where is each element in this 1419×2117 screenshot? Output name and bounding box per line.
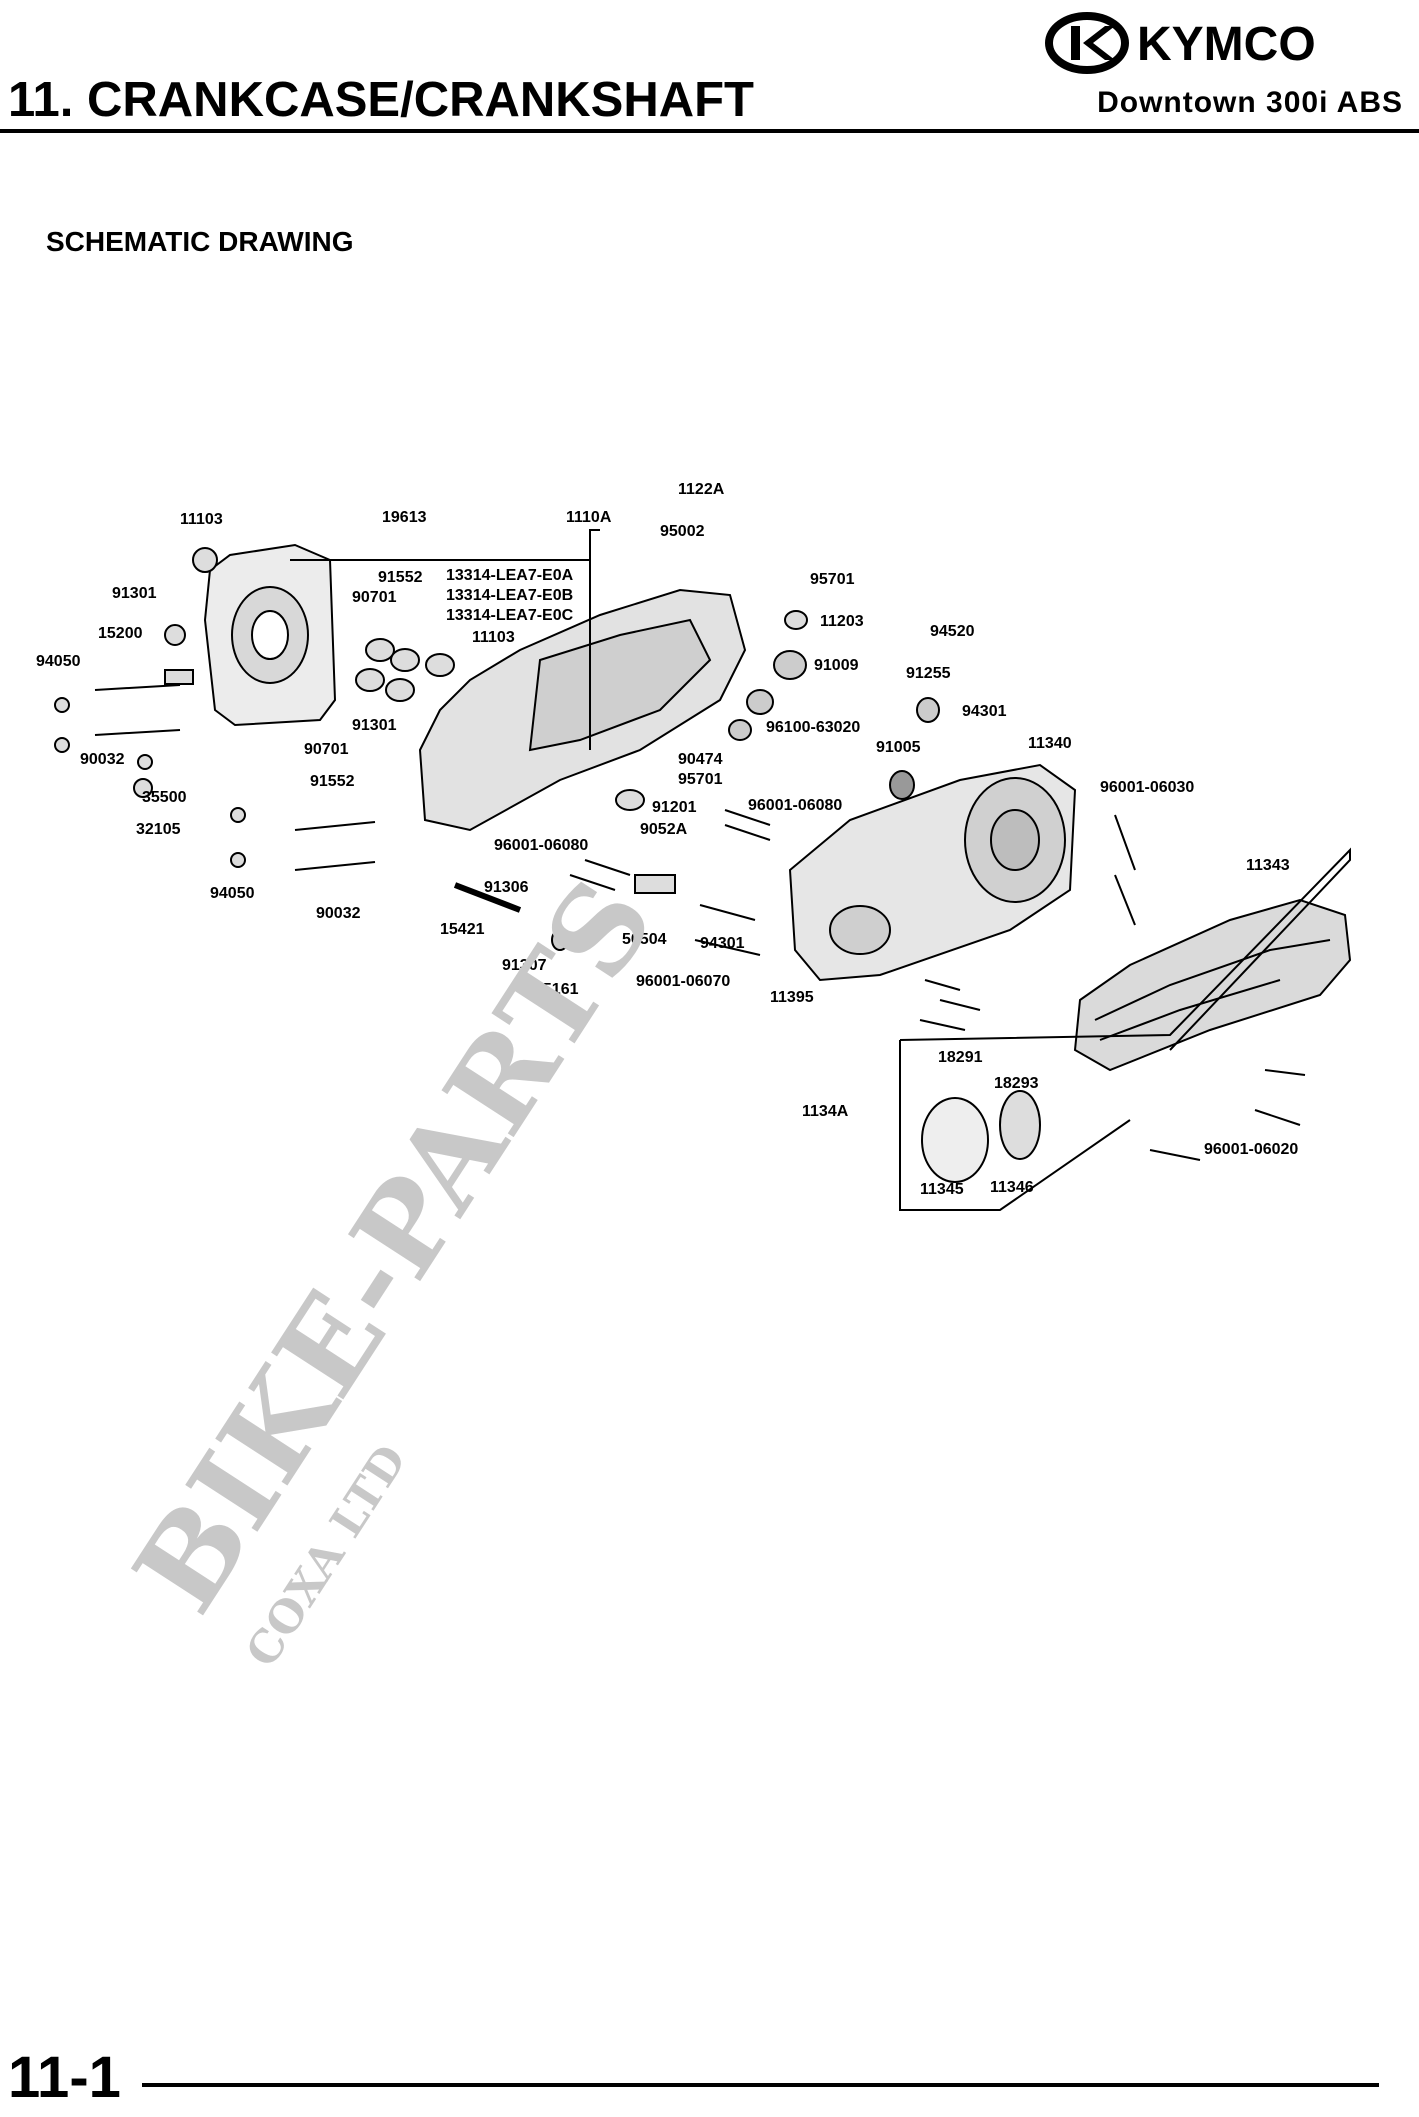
brand-text: KYMCO xyxy=(1137,18,1316,71)
label-91306: 91306 xyxy=(484,879,529,896)
label-91009: 91009 xyxy=(814,657,859,674)
page-title: 11. CRANKCASE/CRANKSHAFT xyxy=(8,73,754,127)
label-96001-06080: 96001-06080 xyxy=(748,797,842,814)
section-heading: SCHEMATIC DRAWING xyxy=(46,226,354,257)
label-96001-06070: 96001-06070 xyxy=(636,973,730,990)
label-95701-b: 95701 xyxy=(678,771,723,788)
label-1110a: 1110A xyxy=(566,509,612,526)
label-90032: 90032 xyxy=(80,751,125,768)
label-91005: 91005 xyxy=(876,739,921,756)
label-35500: 35500 xyxy=(142,789,187,806)
label-11343: 11343 xyxy=(1246,857,1290,874)
label-91301: 91301 xyxy=(112,585,157,602)
label-91255: 91255 xyxy=(906,665,951,682)
header-rule xyxy=(0,129,1419,133)
label-90474: 90474 xyxy=(678,751,723,768)
label-91552: 91552 xyxy=(378,569,423,586)
label-91201: 91201 xyxy=(652,799,697,816)
label-1134a: 1134A xyxy=(802,1103,849,1120)
exploded-parts-diagram: 1122A 95002 11103 19613 1110A 91552 1331… xyxy=(36,481,1352,1211)
part-labels: 1122A 95002 11103 19613 1110A 91552 1331… xyxy=(36,481,1298,1198)
label-96001-06080-b: 96001-06080 xyxy=(494,837,588,854)
label-94301: 94301 xyxy=(962,703,1007,720)
label-13314-lea7-e0b: 13314-LEA7-E0B xyxy=(446,587,573,604)
label-13314-lea7-e0c: 13314-LEA7-E0C xyxy=(446,607,574,624)
label-94520: 94520 xyxy=(930,623,975,640)
label-95701: 95701 xyxy=(810,571,855,588)
label-9052a: 9052A xyxy=(640,821,688,838)
label-91552-b: 91552 xyxy=(310,773,355,790)
label-13314-lea7-e0a: 13314-LEA7-E0A xyxy=(446,567,574,584)
footer-rule xyxy=(142,2083,1379,2087)
model-name: Downtown 300i ABS xyxy=(1097,86,1403,119)
label-96100-63020: 96100-63020 xyxy=(766,719,860,736)
label-91307: 91307 xyxy=(502,957,547,974)
label-32105: 32105 xyxy=(136,821,181,838)
label-15421: 15421 xyxy=(440,921,485,938)
page-number: 11-1 xyxy=(8,2045,121,2110)
label-11346: 11346 xyxy=(990,1179,1034,1196)
label-50504: 50504 xyxy=(622,931,667,948)
label-90701-b: 90701 xyxy=(304,741,349,758)
label-94301-b: 94301 xyxy=(700,935,745,952)
label-18291: 18291 xyxy=(938,1049,983,1066)
label-11345: 11345 xyxy=(920,1181,964,1198)
label-96001-06030: 96001-06030 xyxy=(1100,779,1194,796)
label-19613: 19613 xyxy=(382,509,427,526)
label-95002: 95002 xyxy=(660,523,705,540)
label-94050: 94050 xyxy=(36,653,81,670)
label-15200: 15200 xyxy=(98,625,143,642)
label-11340: 11340 xyxy=(1028,735,1072,752)
label-11103-b: 11103 xyxy=(472,629,515,646)
kymco-logo: KYMCO xyxy=(1045,12,1316,74)
label-11203: 11203 xyxy=(820,613,864,630)
label-90701: 90701 xyxy=(352,589,397,606)
label-91301-b: 91301 xyxy=(352,717,397,734)
label-11395: 11395 xyxy=(770,989,814,1006)
label-1122a: 1122A xyxy=(678,481,725,498)
watermark-sub: COXA LTD xyxy=(236,1436,416,1676)
label-96001-06020: 96001-06020 xyxy=(1204,1141,1298,1158)
label-90032-b: 90032 xyxy=(316,905,361,922)
label-15161: 15161 xyxy=(534,981,579,998)
label-11103: 11103 xyxy=(180,511,223,528)
label-94050-b: 94050 xyxy=(210,885,255,902)
label-18293: 18293 xyxy=(994,1075,1039,1092)
